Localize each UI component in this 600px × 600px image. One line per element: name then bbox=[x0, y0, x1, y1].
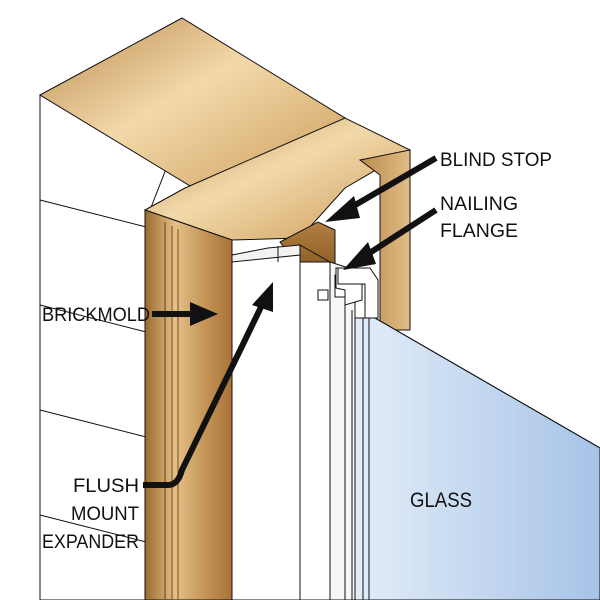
label-flange: FLANGE bbox=[440, 221, 518, 242]
label-flush: FLUSH bbox=[73, 476, 139, 497]
brickmold-arrowhead bbox=[190, 302, 218, 326]
blind-stop-arrowhead bbox=[325, 196, 360, 222]
nailing-flange-arrowhead bbox=[343, 242, 376, 270]
arrows bbox=[143, 155, 438, 488]
label-expander: EXPANDER bbox=[42, 532, 139, 553]
glass-pane bbox=[354, 317, 600, 600]
label-mount: MOUNT bbox=[71, 504, 139, 525]
label-glass: GLASS bbox=[410, 489, 472, 512]
brickmold-jamb bbox=[144, 209, 233, 600]
flush-mount-arrowhead bbox=[252, 282, 273, 312]
window-frame bbox=[299, 261, 363, 600]
label-brickmold: BRICKMOLD bbox=[42, 305, 150, 326]
label-blind-stop: BLIND STOP bbox=[440, 150, 552, 171]
label-nailing: NAILING bbox=[440, 194, 518, 215]
